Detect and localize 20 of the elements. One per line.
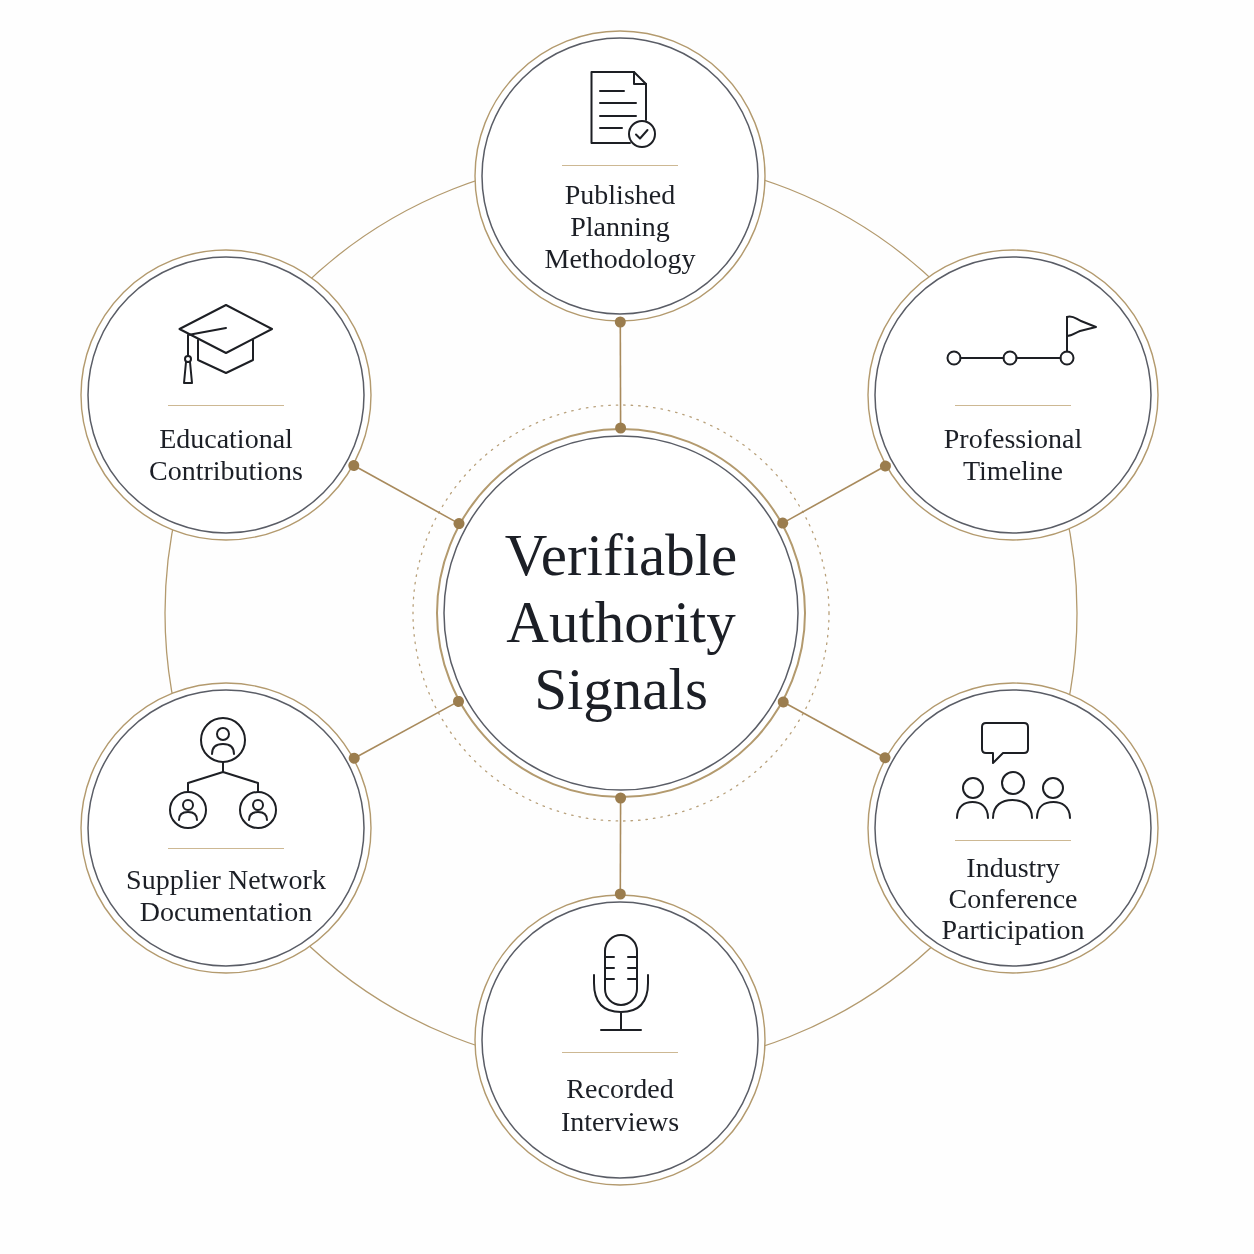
hub-title: Verifiable Authority Signals — [503, 522, 739, 723]
circle-node — [474, 30, 766, 322]
connector-line — [348, 695, 464, 764]
circle-node — [80, 249, 372, 541]
node-label: Industry Conference Participation — [940, 852, 1086, 945]
connector-line — [777, 460, 891, 529]
circle-node — [867, 249, 1159, 541]
circle-node — [867, 682, 1159, 974]
node-label: Professional Timeline — [942, 423, 1084, 487]
node-label: Published Planning Methodology — [543, 179, 697, 275]
connector-line — [614, 792, 627, 900]
circle-node — [474, 894, 766, 1186]
connector-line — [348, 460, 465, 530]
node-label: Supplier Network Documentation — [125, 864, 327, 928]
node-label: Educational Contributions — [148, 423, 304, 487]
hub-circle — [436, 428, 806, 798]
node-label: Recorded Interviews — [559, 1072, 681, 1138]
connector-line — [614, 316, 627, 434]
connector-line — [777, 696, 891, 764]
circle-node — [80, 682, 372, 974]
